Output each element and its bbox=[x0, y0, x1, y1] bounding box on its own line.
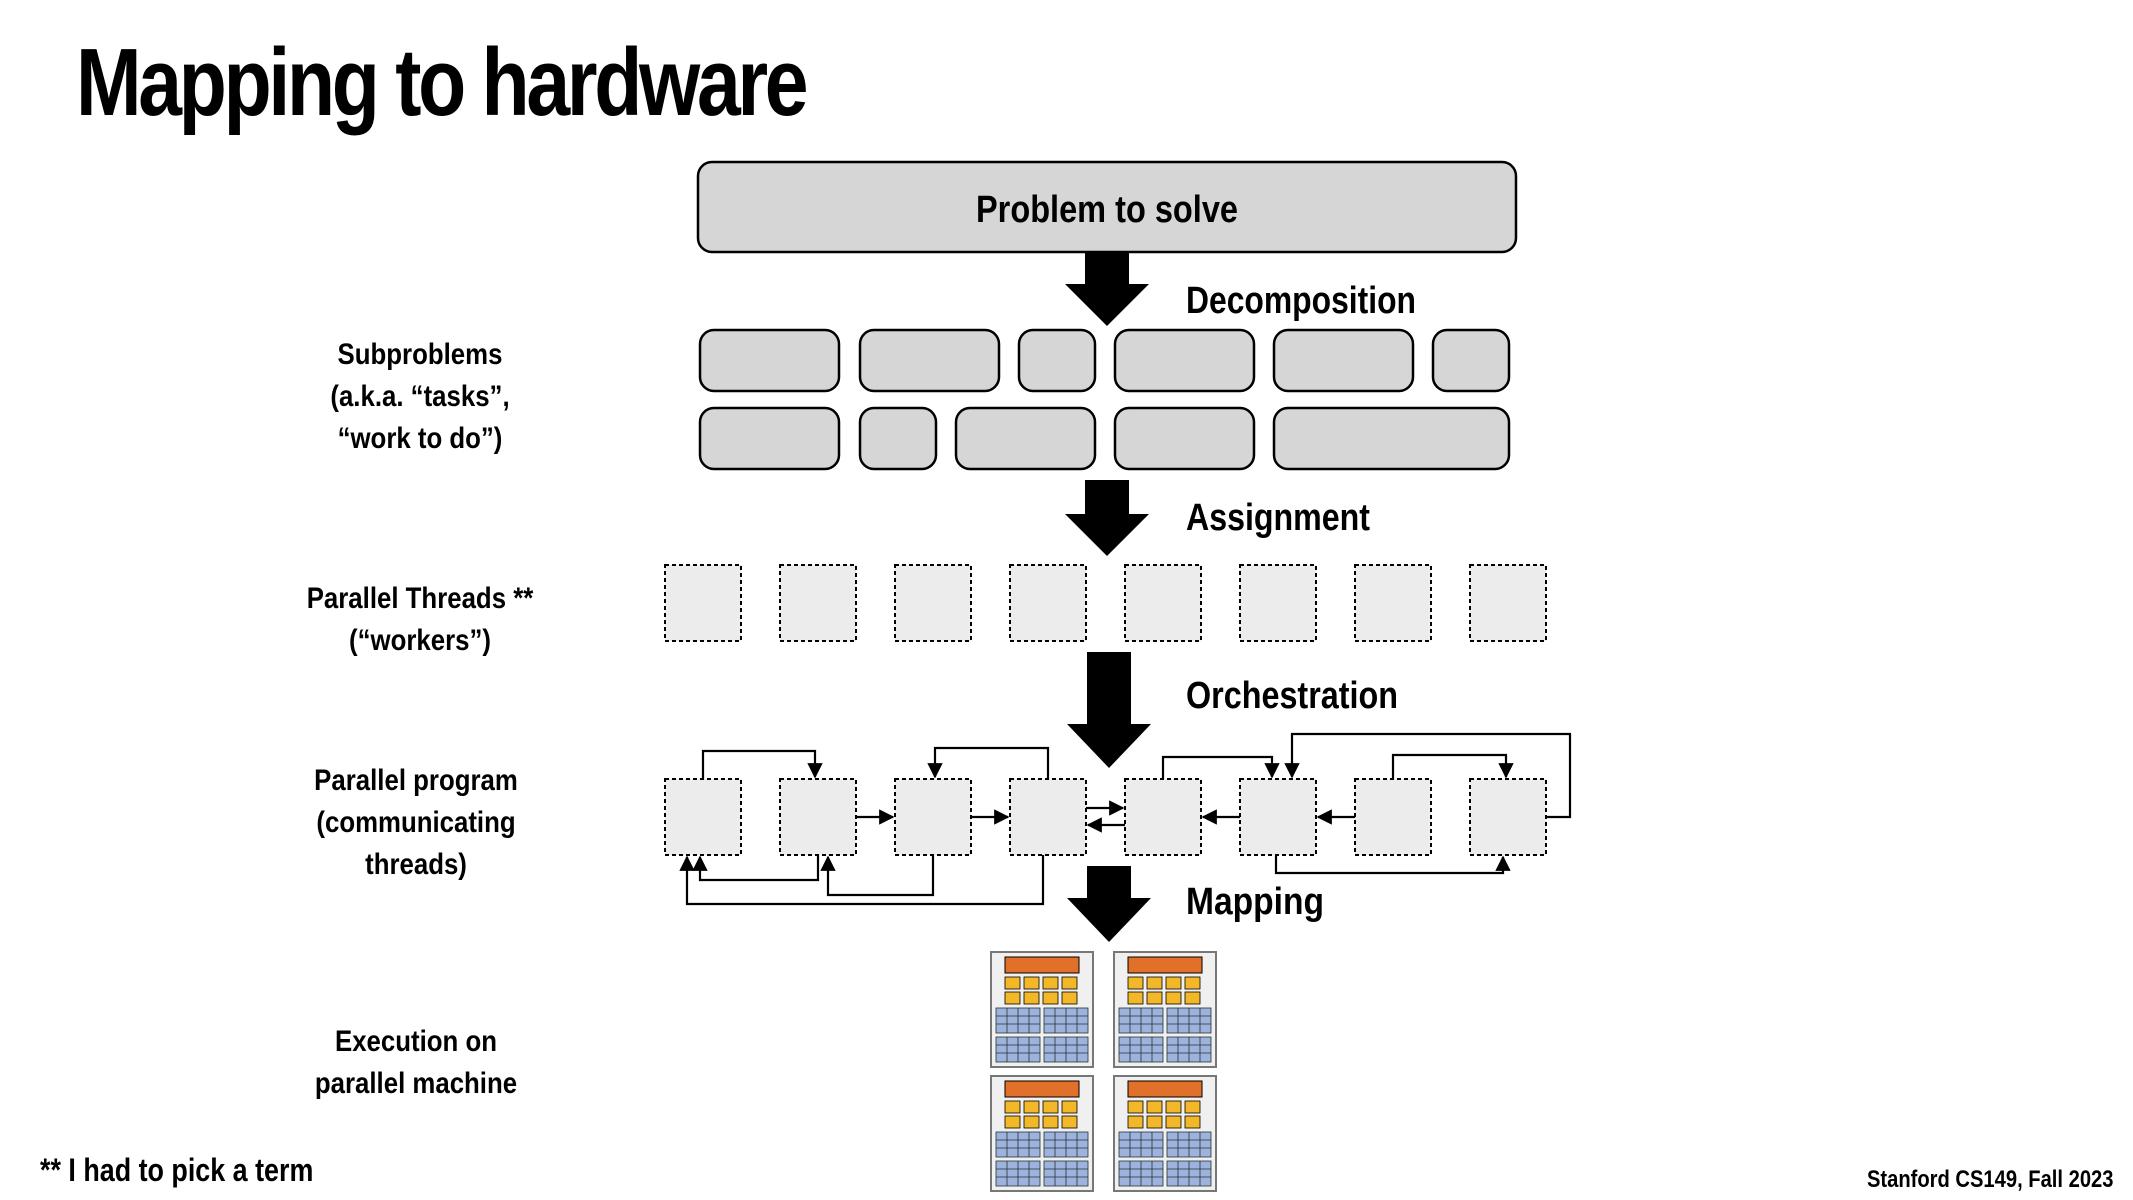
core-alus bbox=[1127, 976, 1201, 1005]
program-thread-box bbox=[1469, 778, 1547, 856]
program-thread-box bbox=[1124, 778, 1202, 856]
arrow-assignment bbox=[1065, 480, 1149, 556]
program-thread-box bbox=[1354, 778, 1432, 856]
comm-loop bbox=[692, 855, 820, 882]
processor-core bbox=[990, 1075, 1094, 1192]
label-subproblems-line2: (a.k.a. “tasks”, bbox=[330, 380, 510, 413]
program-thread-box bbox=[1239, 778, 1317, 856]
task-box bbox=[1017, 328, 1097, 393]
label-execution-line2: parallel machine bbox=[314, 1067, 518, 1100]
thread-box bbox=[894, 564, 972, 642]
credit: Stanford CS149, Fall 2023 bbox=[1866, 1166, 2113, 1193]
step-assignment: Assignment bbox=[1186, 497, 1370, 539]
label-threads: Parallel Threads ** (“workers”) bbox=[239, 578, 600, 662]
label-subproblems-line3: “work to do”) bbox=[337, 422, 503, 455]
task-box bbox=[698, 328, 841, 393]
task-box bbox=[1272, 328, 1415, 393]
processor-core bbox=[1113, 1075, 1217, 1192]
step-orchestration: Orchestration bbox=[1186, 675, 1398, 717]
parallel-machine bbox=[990, 951, 1217, 1192]
task-box bbox=[954, 406, 1097, 471]
task-box bbox=[858, 328, 1001, 393]
core-alus bbox=[1127, 1100, 1201, 1129]
core-alus bbox=[1004, 976, 1078, 1005]
thread-box bbox=[664, 564, 742, 642]
thread-box bbox=[1354, 564, 1432, 642]
label-subproblems-line1: Subproblems bbox=[337, 338, 503, 371]
core-fetch-decode bbox=[1004, 956, 1080, 974]
task-box bbox=[1113, 328, 1256, 393]
label-program-line1: Parallel program bbox=[314, 764, 518, 797]
problem-text: Problem to solve bbox=[976, 189, 1238, 231]
step-mapping: Mapping bbox=[1186, 881, 1324, 923]
label-program: Parallel program (communicating threads) bbox=[235, 760, 596, 886]
task-box bbox=[1113, 406, 1256, 471]
program-thread-box bbox=[1009, 778, 1087, 856]
thread-box bbox=[1239, 564, 1317, 642]
comm-loop bbox=[701, 749, 823, 779]
label-subproblems: Subproblems (a.k.a. “tasks”, “work to do… bbox=[239, 334, 600, 460]
parallel-program bbox=[664, 732, 1572, 906]
thread-box bbox=[1009, 564, 1087, 642]
problem-box: Problem to solve bbox=[696, 160, 1518, 254]
subproblem-tasks bbox=[698, 328, 1511, 471]
task-box bbox=[1272, 406, 1511, 471]
label-threads-line1: Parallel Threads ** bbox=[306, 582, 534, 615]
comm-loop bbox=[679, 855, 1045, 906]
processor-core bbox=[1113, 951, 1217, 1068]
comm-loop bbox=[1391, 753, 1514, 779]
processor-core bbox=[990, 951, 1094, 1068]
label-threads-line2: (“workers”) bbox=[349, 624, 491, 657]
comm-loop bbox=[1284, 732, 1572, 819]
comm-loop bbox=[927, 746, 1050, 779]
thread-box bbox=[1469, 564, 1547, 642]
thread-box bbox=[1124, 564, 1202, 642]
parallel-threads bbox=[664, 564, 1547, 642]
arrow-mapping bbox=[1067, 866, 1151, 942]
program-thread-box bbox=[894, 778, 972, 856]
comm-loop bbox=[820, 855, 935, 897]
task-box bbox=[1431, 328, 1511, 393]
label-execution: Execution on parallel machine bbox=[235, 1021, 596, 1105]
thread-box bbox=[779, 564, 857, 642]
program-thread-box bbox=[664, 778, 742, 856]
task-box bbox=[858, 406, 938, 471]
arrow-decomposition bbox=[1065, 252, 1149, 326]
comm-loop bbox=[1161, 755, 1280, 779]
task-box bbox=[698, 406, 841, 471]
comm-loop bbox=[1274, 855, 1511, 875]
label-program-line3: threads) bbox=[365, 848, 467, 881]
core-fetch-decode bbox=[1004, 1080, 1080, 1098]
arrow-orchestration bbox=[1067, 652, 1151, 768]
step-decomposition: Decomposition bbox=[1186, 280, 1416, 322]
core-alus bbox=[1004, 1100, 1078, 1129]
footnote: ** I had to pick a term bbox=[40, 1152, 314, 1188]
core-fetch-decode bbox=[1127, 956, 1203, 974]
label-execution-line1: Execution on bbox=[334, 1025, 497, 1058]
program-thread-box bbox=[779, 778, 857, 856]
page-title: Mapping to hardware bbox=[76, 29, 809, 136]
label-program-line2: (communicating bbox=[316, 806, 516, 839]
core-fetch-decode bbox=[1127, 1080, 1203, 1098]
